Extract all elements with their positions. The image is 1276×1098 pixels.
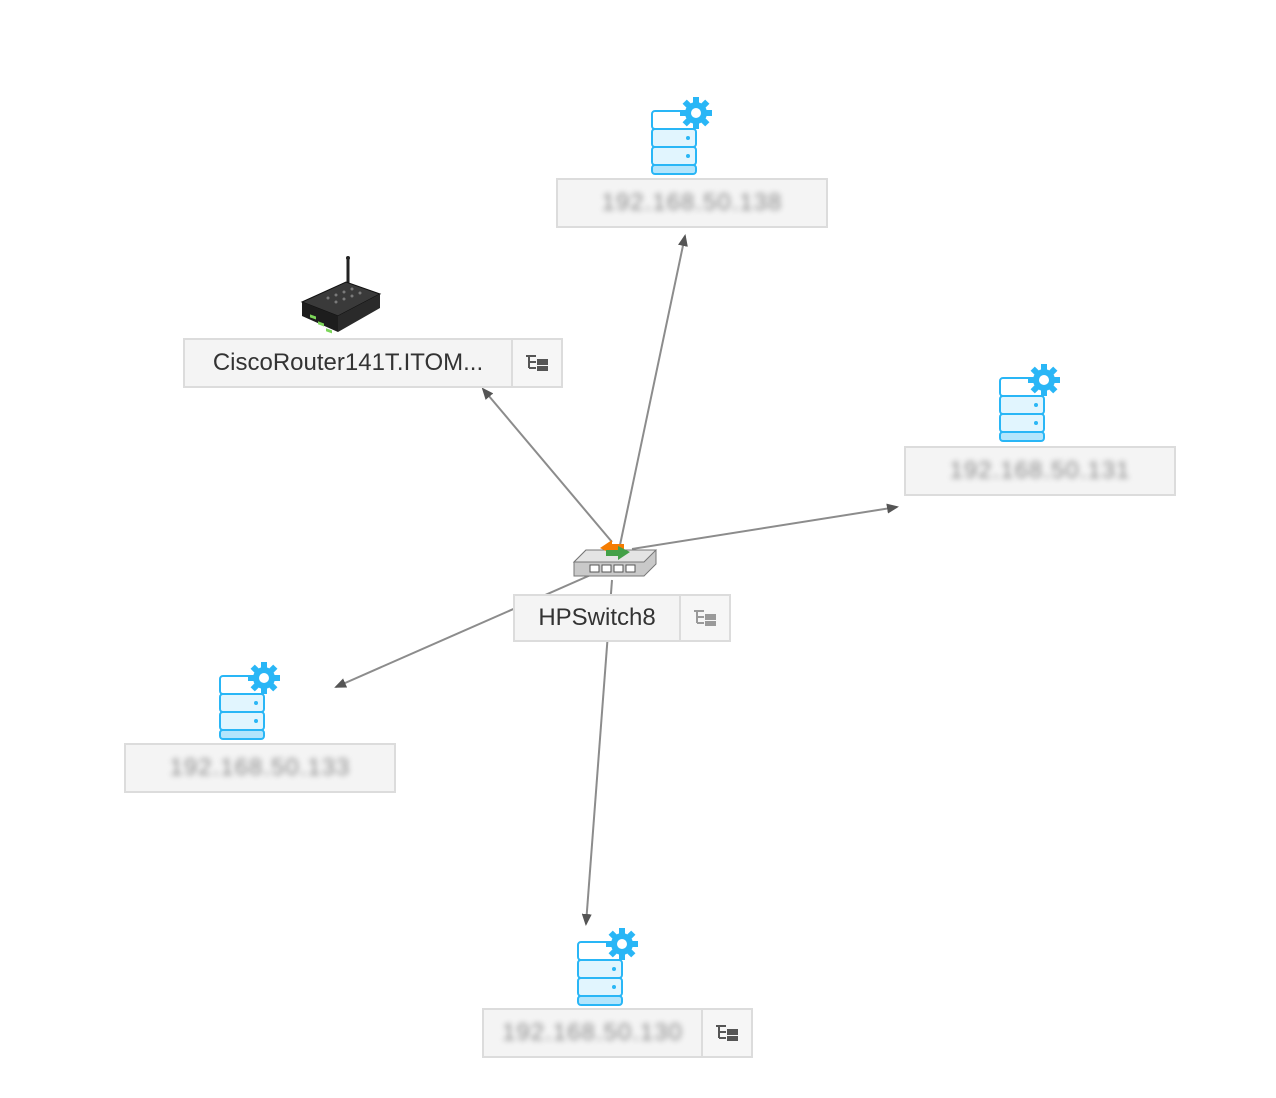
tree-expand-icon <box>524 353 550 373</box>
node-label-hpswitch8[interactable]: HPSwitch8 <box>513 594 731 642</box>
edge-to-router <box>481 387 613 543</box>
node-label-server-133[interactable]: 192.168.50.133 <box>124 743 396 793</box>
server-gear-icon[interactable] <box>218 662 284 742</box>
tree-expand-icon <box>714 1023 740 1043</box>
node-name: 192.168.50.130 <box>502 1019 683 1046</box>
network-switch-icon[interactable] <box>572 532 658 580</box>
router-icon[interactable] <box>298 254 382 338</box>
node-name: HPSwitch8 <box>538 604 656 631</box>
server-gear-icon[interactable] <box>998 364 1064 444</box>
node-name: 192.168.50.131 <box>949 457 1131 484</box>
server-gear-icon[interactable] <box>650 97 716 177</box>
edge-to-server-131 <box>631 503 899 550</box>
node-name: CiscoRouter141T.ITOM... <box>212 349 484 376</box>
node-name: 192.168.50.133 <box>169 754 351 781</box>
node-label-server-131[interactable]: 192.168.50.131 <box>904 446 1176 496</box>
expand-topology-button[interactable] <box>679 596 729 640</box>
node-label-router[interactable]: CiscoRouter141T.ITOM... <box>183 338 563 388</box>
node-name: 192.168.50.138 <box>601 189 783 216</box>
tree-expand-icon <box>692 608 718 628</box>
server-gear-icon[interactable] <box>576 928 642 1008</box>
node-label-server-130[interactable]: 192.168.50.130 <box>482 1008 753 1058</box>
edge-to-server-133 <box>334 569 603 688</box>
edge-to-server-138 <box>619 234 688 546</box>
expand-topology-button[interactable] <box>701 1010 751 1056</box>
node-label-server-138[interactable]: 192.168.50.138 <box>556 178 828 228</box>
expand-topology-button[interactable] <box>511 340 561 386</box>
